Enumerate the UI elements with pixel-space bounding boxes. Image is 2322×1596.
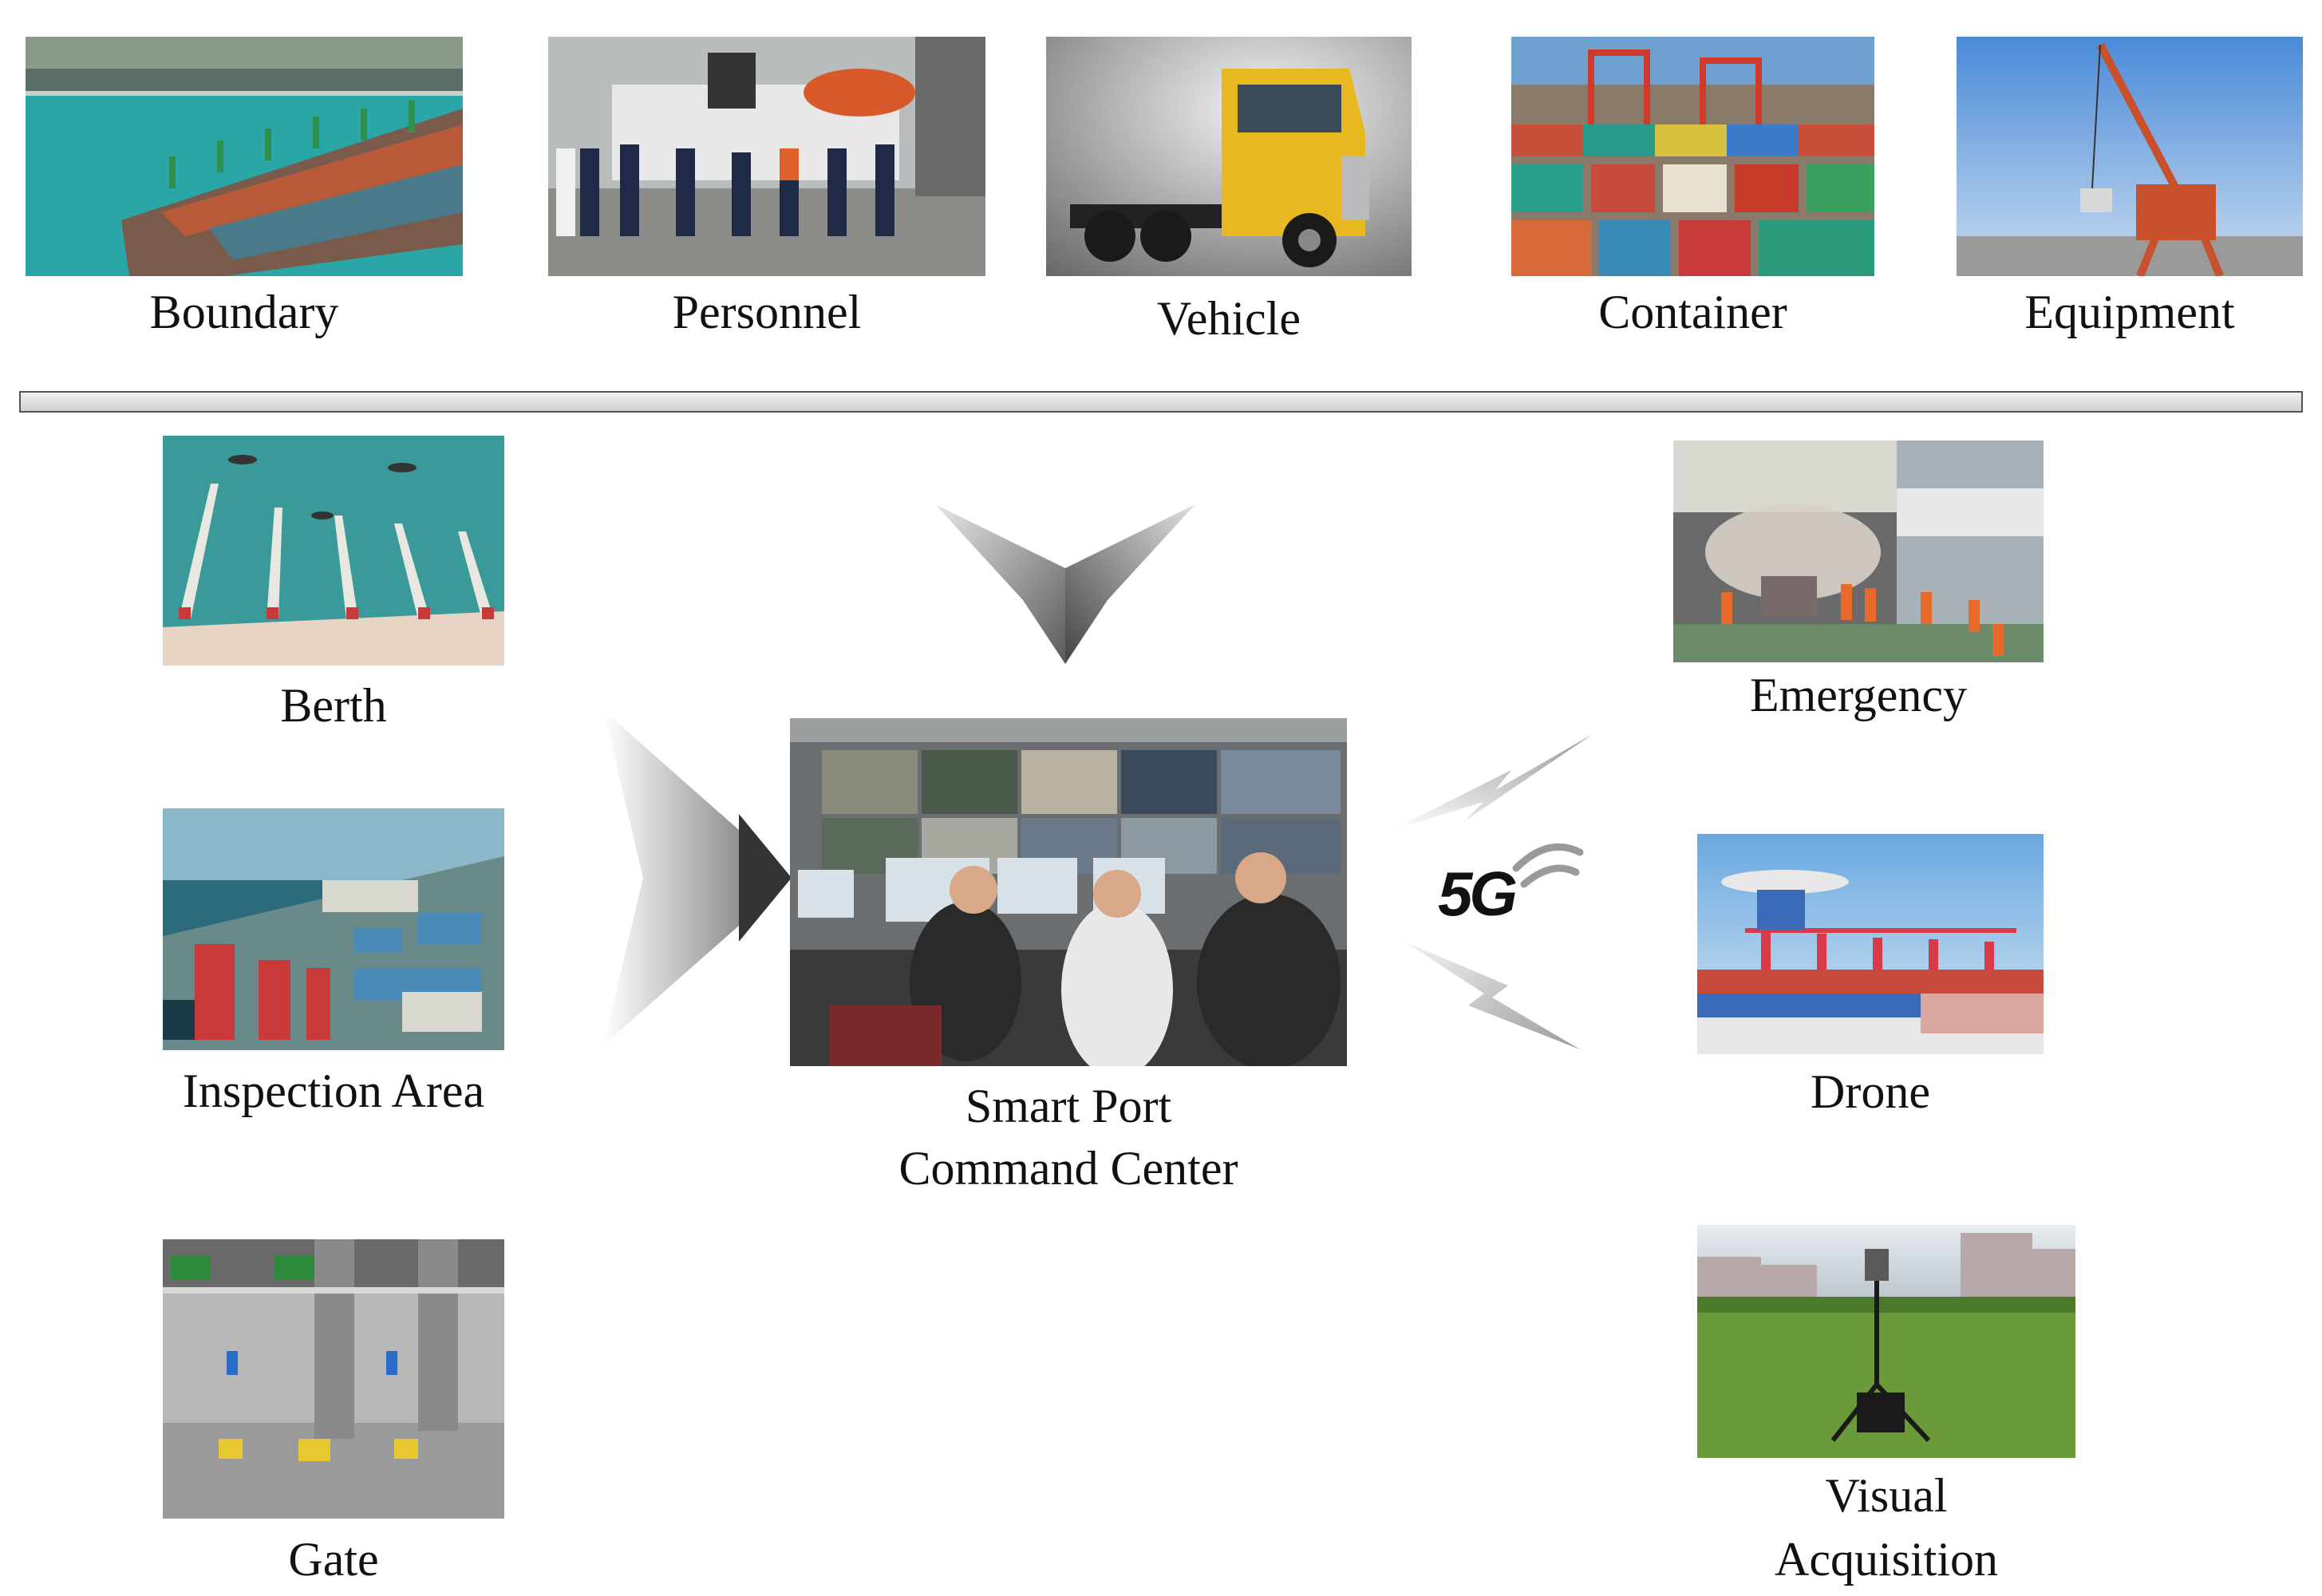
vehicle-photo bbox=[1046, 37, 1412, 276]
visual-acquisition-label-line1: Visual bbox=[1825, 1469, 1948, 1522]
berth-photo bbox=[163, 436, 504, 666]
boundary-label: Boundary bbox=[149, 286, 339, 338]
command-center-photo bbox=[790, 718, 1347, 1066]
lightning-lower-icon bbox=[1404, 942, 1580, 1049]
berth-label: Berth bbox=[280, 679, 387, 732]
drone-photo bbox=[1697, 834, 2044, 1054]
down-arrow-icon bbox=[935, 504, 1195, 664]
command-center-label-line1: Smart Port bbox=[965, 1080, 1172, 1132]
right-arrow-icon bbox=[603, 710, 792, 1045]
visual-acquisition-label-line2: Acquisition bbox=[1775, 1533, 1998, 1586]
inspection-area-label: Inspection Area bbox=[182, 1065, 485, 1117]
equipment-photo bbox=[1957, 37, 2303, 276]
5g-text: 5G bbox=[1438, 859, 1518, 929]
emergency-label: Emergency bbox=[1749, 669, 1968, 721]
gate-label: Gate bbox=[288, 1533, 379, 1586]
5g-badge: 5G bbox=[1428, 828, 1588, 929]
vehicle-label: Vehicle bbox=[1157, 292, 1301, 345]
equipment-label: Equipment bbox=[2024, 286, 2235, 338]
visual-acquisition-photo bbox=[1697, 1225, 2075, 1458]
drone-label: Drone bbox=[1811, 1065, 1930, 1118]
personnel-photo bbox=[548, 37, 985, 276]
container-label: Container bbox=[1598, 286, 1787, 338]
container-photo bbox=[1511, 37, 1874, 276]
gate-photo bbox=[163, 1239, 504, 1519]
lightning-upper-icon bbox=[1392, 734, 1593, 830]
emergency-photo bbox=[1673, 440, 2044, 662]
command-center-label-line2: Command Center bbox=[898, 1142, 1238, 1195]
inspection-area-photo bbox=[163, 808, 504, 1050]
section-divider bbox=[19, 391, 2303, 413]
boundary-photo bbox=[26, 37, 463, 276]
personnel-label: Personnel bbox=[672, 286, 862, 338]
